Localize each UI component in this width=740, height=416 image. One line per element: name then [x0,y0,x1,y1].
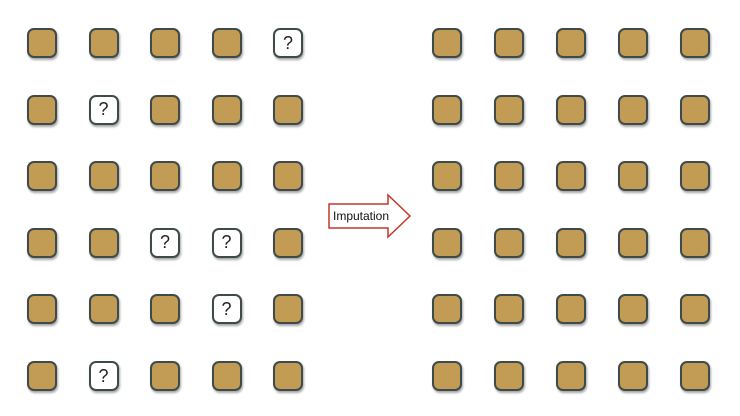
missing-cell: ? [273,28,303,58]
filled-cell [494,294,524,325]
filled-cell [211,94,242,125]
filled-cell [556,227,586,258]
filled-cell [680,294,710,325]
filled-cell [556,28,586,58]
filled-cell [273,94,303,125]
missing-cell: ? [88,361,119,391]
filled-cell [273,161,303,192]
missing-cell: ? [88,94,119,125]
filled-cell [680,28,710,58]
filled-cell [556,161,586,192]
filled-cell [150,94,180,125]
filled-cell [150,294,180,325]
filled-cell [680,94,710,125]
filled-cell [618,28,648,58]
filled-cell [27,94,57,125]
filled-cell [150,361,180,391]
filled-cell [150,161,180,192]
filled-cell [27,361,57,391]
imputation-arrow: Imputation [328,193,412,239]
missing-cell: ? [211,227,242,258]
filled-cell [273,227,303,258]
filled-cell [211,28,242,58]
filled-cell [273,361,303,391]
filled-cell [27,227,57,258]
filled-cell [211,361,242,391]
filled-cell [618,294,648,325]
missing-cell: ? [150,227,180,258]
filled-cell [556,361,586,391]
filled-cell [432,28,462,58]
filled-cell [211,161,242,192]
filled-cell [618,227,648,258]
arrow-shape [328,193,412,239]
filled-cell [432,227,462,258]
filled-cell [494,227,524,258]
filled-cell [27,294,57,325]
filled-cell [494,94,524,125]
filled-cell [432,94,462,125]
filled-cell [88,28,119,58]
filled-cell [150,28,180,58]
filled-cell [494,361,524,391]
filled-cell [88,227,119,258]
filled-cell [556,294,586,325]
filled-cell [88,294,119,325]
filled-cell [680,361,710,391]
arrow-label: Imputation [333,209,389,223]
filled-cell [494,28,524,58]
filled-cell [618,161,648,192]
filled-cell [680,161,710,192]
missing-cell: ? [211,294,242,325]
filled-cell [88,161,119,192]
filled-cell [273,294,303,325]
filled-cell [27,28,57,58]
filled-cell [432,361,462,391]
filled-cell [432,294,462,325]
filled-cell [432,161,462,192]
filled-cell [618,361,648,391]
filled-cell [556,94,586,125]
filled-cell [618,94,648,125]
filled-cell [680,227,710,258]
filled-cell [27,161,57,192]
filled-cell [494,161,524,192]
